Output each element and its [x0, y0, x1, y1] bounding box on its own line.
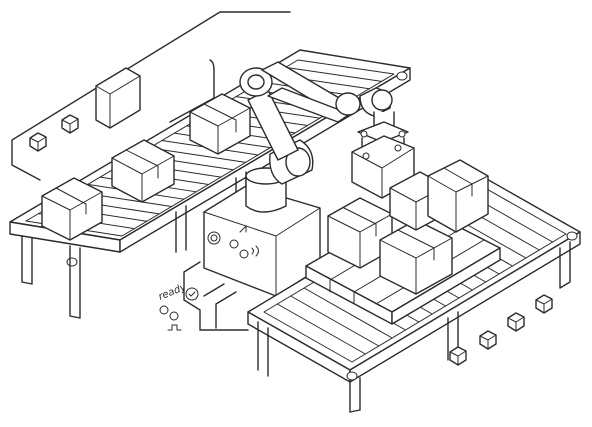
box-gripped: [351, 135, 415, 199]
pulse-signal-icon: [167, 324, 182, 331]
sensor-cube-4: [479, 330, 497, 350]
sensor-cube-2: [61, 114, 79, 134]
box-infeed-3: [189, 93, 251, 155]
box-pallet-4: [427, 159, 489, 233]
box-pallet-1: [327, 197, 393, 269]
sensor-cube-5: [507, 312, 525, 332]
check-icon: [185, 287, 199, 301]
roller: [290, 295, 380, 347]
sensor-cube-3: [449, 346, 467, 366]
box-infeed-2: [111, 139, 175, 203]
roller: [285, 66, 383, 82]
wave-icon: [251, 245, 259, 257]
dial-icon: [229, 239, 249, 259]
box-infeed-1: [41, 177, 103, 241]
sensor-cube-1: [29, 132, 47, 152]
control-box: [95, 67, 141, 129]
button-icon: [207, 231, 221, 245]
roller: [303, 287, 393, 339]
roller: [149, 147, 247, 163]
box-pallet-2: [379, 219, 453, 295]
robot-arm: [239, 61, 409, 213]
cable-bottom: [183, 261, 249, 331]
cable-top: [11, 11, 291, 181]
roller: [276, 303, 366, 355]
sensor-cube-6: [535, 294, 553, 314]
